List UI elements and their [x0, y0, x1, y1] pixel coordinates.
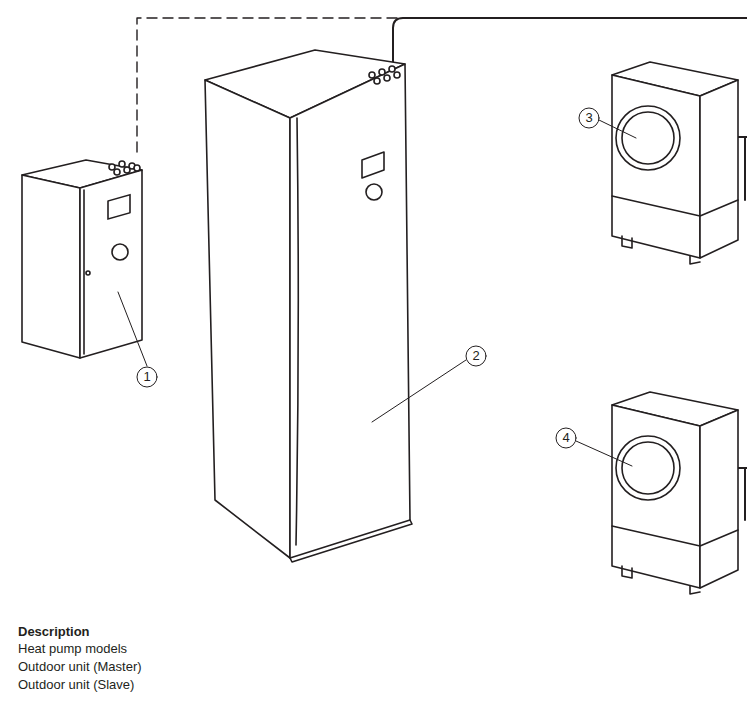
outdoor-unit-master [612, 196, 738, 216]
pipe-connection [744, 137, 746, 200]
indoor-unit [362, 152, 384, 178]
control-box [134, 165, 140, 171]
outdoor-unit-slave [622, 442, 674, 494]
outdoor-unit-slave [622, 566, 700, 594]
pipe-connection [393, 18, 747, 66]
outdoor-unit-master [612, 75, 700, 258]
outdoor-unit-slave [616, 436, 680, 500]
callout-leader [118, 292, 147, 366]
indoor-unit [384, 75, 390, 81]
indoor-unit [205, 80, 290, 558]
control-box [119, 161, 125, 167]
pipe-connection [744, 468, 746, 520]
callout-circle [137, 367, 157, 387]
callout-circle [137, 108, 599, 448]
outdoor-unit-slave [612, 392, 738, 594]
indoor-unit [379, 69, 385, 75]
callout-leader [118, 120, 636, 466]
outdoor-unit-master [612, 62, 738, 264]
callout-number: 3 [585, 110, 592, 126]
table-cell: Heat pump models [18, 641, 127, 657]
outdoor-unit-master [622, 112, 674, 164]
control-box [22, 175, 80, 358]
indoor-unit [290, 520, 412, 562]
callout-number: 2 [472, 348, 479, 364]
indoor-unit [205, 50, 412, 562]
callout-leader [576, 441, 632, 466]
indoor-unit [366, 184, 382, 200]
callout-number: 1 [143, 369, 150, 385]
indoor-unit [369, 72, 375, 78]
table-heading: Description [18, 624, 90, 640]
control-box [108, 195, 130, 219]
callout-circle [556, 428, 576, 448]
outdoor-unit-slave [612, 405, 700, 588]
callout-leader [372, 360, 466, 422]
indoor-unit [394, 72, 400, 78]
table-cell: Outdoor unit (Slave) [18, 677, 134, 693]
control-box [109, 164, 115, 170]
callout-circle [466, 346, 486, 366]
callout-number: 4 [562, 430, 569, 446]
indoor-unit [374, 78, 380, 84]
outdoor-unit-slave [700, 410, 738, 588]
indoor-unit [290, 64, 410, 558]
control-box [124, 167, 130, 173]
outdoor-unit-slave [612, 526, 738, 546]
indoor-unit [296, 118, 298, 545]
control-box [114, 169, 120, 175]
control-box [112, 244, 128, 260]
indoor-unit [389, 66, 395, 72]
control-box [83, 190, 85, 354]
outdoor-unit-master [616, 106, 680, 170]
callout-circle [579, 108, 599, 128]
outdoor-unit-master [622, 236, 700, 264]
control-box [22, 160, 142, 358]
callout-leader [599, 120, 636, 138]
outdoor-unit-master [700, 80, 738, 258]
control-box [86, 271, 90, 275]
table-cell: Outdoor unit (Master) [18, 659, 142, 675]
